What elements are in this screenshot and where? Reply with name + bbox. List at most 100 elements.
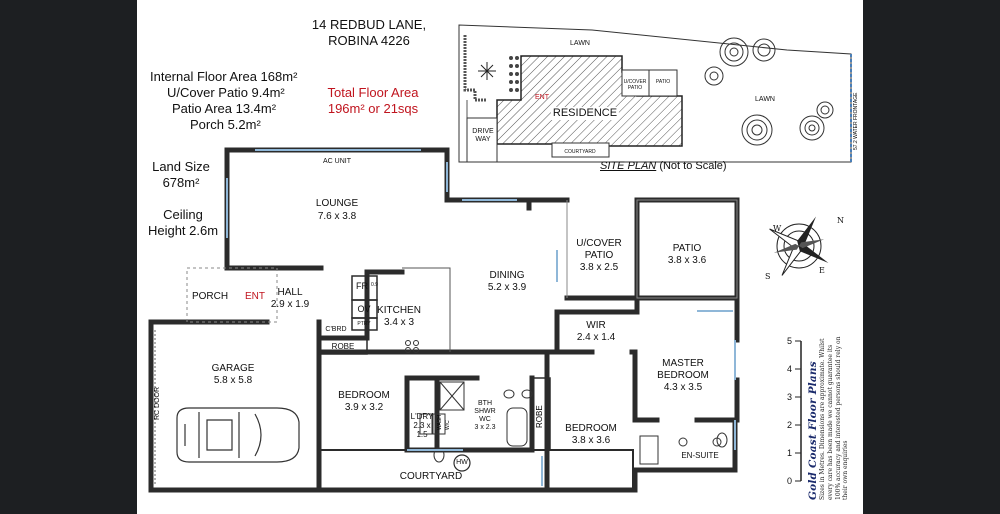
- wc-label: W/C: [445, 420, 451, 430]
- ceiling-label: Ceiling: [163, 207, 203, 222]
- floor-plan-sheet: 14 REDBUD LANE, ROBINA 4226 Internal Flo…: [137, 0, 863, 514]
- scale-tick-5: 5: [787, 336, 793, 346]
- total-floor-area-value: 196m² or 21sqs: [327, 101, 419, 116]
- bathtub-icon: [506, 407, 528, 447]
- ucover-patio-area: U/Cover Patio 9.4m²: [167, 85, 285, 100]
- room-ent-label: ENT: [245, 291, 265, 302]
- patio-outline: [566, 199, 738, 299]
- site-plan-caption-note: (Not to Scale): [659, 160, 727, 172]
- room-dining-dim: 5.2 x 3.9: [487, 282, 527, 293]
- scale-bar: [795, 340, 802, 482]
- site-driveway: [466, 117, 498, 163]
- room-lounge-dim: 7.6 x 3.8: [317, 211, 357, 222]
- robe-right-label: ROBE: [535, 405, 544, 428]
- room-bath-line2: SHWR: [474, 408, 496, 415]
- room-patio-dim: 3.8 x 3.6: [667, 255, 707, 266]
- shower-icon: [439, 381, 465, 411]
- hw-label: HW: [456, 459, 468, 466]
- site-drive-way-2: WAY: [475, 136, 491, 143]
- site-plan-caption: SITE PLAN (Not to Scale): [600, 160, 727, 173]
- porch-outline: [186, 267, 278, 323]
- address-line1: 14 REDBUD LANE,: [311, 17, 427, 32]
- room-bedroom-right-name: BEDROOM: [565, 423, 617, 434]
- site-ucover-2: PATIO: [627, 85, 643, 91]
- room-patio-name: PATIO: [672, 243, 702, 254]
- site-plan-caption-main: SITE PLAN: [600, 160, 657, 172]
- rc-door-label: RC DOOR: [154, 386, 161, 420]
- room-dining-name: DINING: [489, 270, 525, 281]
- ptry-label: PTRY: [357, 321, 371, 327]
- room-master-line2: BEDROOM: [657, 370, 709, 381]
- site-plan: [458, 24, 852, 163]
- room-ucover-name-1: U/COVER: [576, 238, 622, 249]
- land-size-value: 678m²: [162, 175, 200, 190]
- toilet-icon: [716, 432, 728, 448]
- tree-icons: [704, 37, 834, 146]
- fr-label: FR: [356, 281, 368, 291]
- kitchen-bench: [402, 267, 451, 352]
- site-ucover-patio: [621, 69, 650, 97]
- room-ldry-dim1: 2.3 x: [413, 421, 431, 430]
- brand-disclaimer: Sizes in Metres. Dimensions are approxim…: [819, 336, 850, 500]
- compass-n: N: [837, 216, 844, 225]
- site-fence-left: [463, 35, 487, 102]
- site-patio: [648, 69, 678, 97]
- compass-s: S: [765, 272, 771, 281]
- room-ensuite-label: EN-SUITE: [681, 451, 719, 460]
- ov-label: OV: [357, 304, 371, 314]
- palm-icon: [478, 62, 496, 80]
- room-ucover-dim: 3.8 x 2.5: [579, 262, 619, 273]
- fr-width: 0.9: [371, 282, 378, 288]
- courtyard-walls: [318, 449, 634, 491]
- room-porch-name: PORCH: [191, 291, 229, 302]
- ac-unit-label: AC UNIT: [323, 158, 351, 165]
- cbrd-label: C'BRD: [325, 326, 347, 333]
- scale-tick-1: 1: [787, 448, 793, 458]
- room-lounge-name: LOUNGE: [315, 198, 359, 209]
- room-courtyard-name: COURTYARD: [399, 471, 463, 482]
- site-lawn-top: LAWN: [570, 40, 590, 47]
- total-floor-area-label: Total Floor Area: [327, 85, 419, 100]
- site-patio: PATIO: [655, 79, 671, 85]
- compass-w: W: [773, 224, 782, 233]
- compass-rose: [769, 216, 829, 276]
- room-garage-name: GARAGE: [211, 363, 255, 374]
- site-water-frontage: 57.2 WATER FRONTAGE: [853, 92, 859, 150]
- laundry-wc: [432, 413, 446, 435]
- brand-block: Gold Coast Floor Plans Sizes in Metres. …: [807, 330, 850, 500]
- robe-left-label: ROBE: [331, 342, 355, 351]
- room-bath-dim: 3 x 2.3: [474, 424, 496, 431]
- kitchen-appliances: [351, 275, 378, 331]
- brand-title: Gold Coast Floor Plans: [807, 361, 819, 500]
- room-bedroom-left-dim: 3.9 x 3.2: [344, 402, 384, 413]
- porch-area: Porch 5.2m²: [190, 117, 261, 132]
- basin-icons: [503, 389, 722, 447]
- laundry-tub: [419, 413, 433, 435]
- site-residence-label: RESIDENCE: [550, 107, 620, 120]
- room-hall-dim: 2.9 x 1.9: [270, 299, 310, 310]
- site-ent: ENT: [535, 94, 549, 101]
- site-courtyard: [551, 142, 610, 158]
- scale-tick-2: 2: [787, 420, 793, 430]
- ceiling-value: Height 2.6m: [147, 223, 219, 238]
- room-bath-line1: BTH: [478, 400, 492, 407]
- site-courtyard: COURTYARD: [564, 149, 596, 155]
- floor-plan-drawing: [148, 24, 852, 493]
- internal-floor-area: Internal Floor Area 168m²: [150, 69, 298, 84]
- room-kitchen-dim: 3.4 x 3: [383, 317, 415, 328]
- scale-tick-0: 0: [787, 476, 793, 486]
- room-ldry-name: L'DRY: [410, 412, 434, 421]
- robe-box-left: [318, 337, 368, 355]
- patio-area: Patio Area 13.4m²: [172, 101, 277, 116]
- site-ucover-1: U/COVER: [623, 79, 647, 85]
- room-master-line1: MASTER: [662, 358, 704, 369]
- robe-box-right: [531, 377, 551, 451]
- room-master-dim: 4.3 x 3.5: [663, 382, 703, 393]
- room-wir-dim: 2.4 x 1.4: [576, 332, 616, 343]
- room-bath-line3: WC: [479, 416, 491, 423]
- windows: [226, 149, 736, 486]
- room-bedroom-right-dim: 3.8 x 3.6: [571, 435, 611, 446]
- room-bedroom-left-name: BEDROOM: [338, 390, 390, 401]
- room-hall-name: HALL: [277, 287, 303, 298]
- site-drive-way-1: DRIVE: [472, 128, 494, 135]
